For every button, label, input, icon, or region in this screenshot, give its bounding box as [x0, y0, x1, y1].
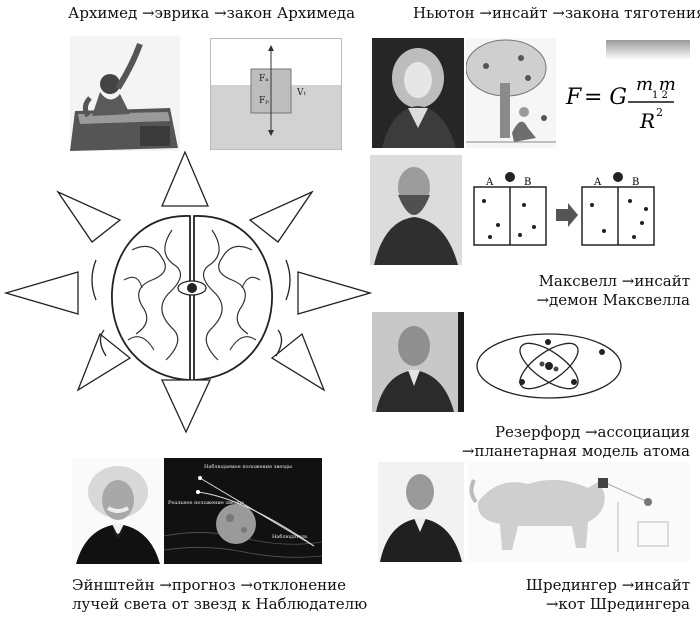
maxwell-portrait: [370, 155, 462, 265]
atom-model: [474, 318, 624, 410]
box2-label-a: A: [593, 177, 602, 188]
box1-label-a: A: [485, 177, 494, 188]
archimedes-diagram: Fₐ Fₚ Vₜ: [210, 38, 342, 150]
caption-newton: Ньютон →инсайт →закона тяготения: [413, 4, 700, 22]
buoyant-force-label: Fₐ: [259, 74, 269, 84]
caption-rutherford-1: Резерфорд →ассоциация: [494, 423, 690, 441]
schrodinger-portrait: [378, 462, 464, 562]
box2-label-b: B: [632, 177, 639, 188]
ray-bottom-left: [76, 332, 132, 392]
light-bending-diagram: Наблюдаемое положение звезды Реальное по…: [164, 458, 322, 564]
formula-power: 2: [656, 106, 663, 119]
real-star-label: Реальное положение звезды: [168, 500, 244, 506]
weight-force-label: Fₚ: [259, 96, 269, 106]
caption-maxwell-2: →демон Максвелла: [536, 291, 690, 309]
brain-illustration: [102, 210, 282, 385]
caption-schrodinger-2: →кот Шредингера: [545, 595, 690, 613]
ray-left: [4, 271, 79, 315]
rutherford-portrait: [372, 312, 464, 412]
formula-eq: = G: [584, 85, 627, 110]
ray-right: [297, 271, 372, 315]
energy-arcs: [91, 259, 291, 357]
ray-top-right: [248, 190, 314, 243]
formula-f: F: [565, 85, 582, 110]
caption-einstein-1: Эйнштейн →прогноз →отклонение: [72, 576, 346, 594]
formula-numerator: m m: [636, 74, 676, 95]
box1-label-b: B: [524, 177, 531, 188]
observer-label: Наблюдатель: [272, 533, 308, 540]
formula-indices: 1 2: [652, 90, 668, 101]
caption-rutherford-2: →планетарная модель атома: [461, 442, 690, 460]
ray-top: [161, 150, 209, 207]
newton-portrait: [372, 38, 464, 148]
caption-einstein-2: лучей света от звезд к Наблюдателю: [72, 595, 368, 613]
gravity-formula: F = G m m 1 2 R 2: [556, 38, 690, 148]
caption-archimedes: Архимед →эврика →закон Архимеда: [68, 4, 356, 22]
maxwell-demon-diagram: A B A B: [470, 165, 660, 265]
formula-denominator: R: [639, 109, 655, 133]
caption-schrodinger-1: Шредингер →инсайт: [525, 576, 690, 594]
ray-bottom: [160, 379, 212, 434]
caption-maxwell-1: Максвелл →инсайт: [538, 272, 690, 290]
schrodinger-cat-diagram: [468, 462, 690, 562]
newton-tree-sketch: [466, 38, 556, 148]
ray-bottom-right: [270, 332, 326, 392]
volume-label: Vₜ: [296, 88, 306, 98]
ray-top-left: [56, 190, 122, 243]
einstein-portrait: [72, 458, 164, 564]
observed-star-label: Наблюдаемое положение звезды: [204, 463, 292, 470]
archimedes-photo: [70, 36, 180, 151]
